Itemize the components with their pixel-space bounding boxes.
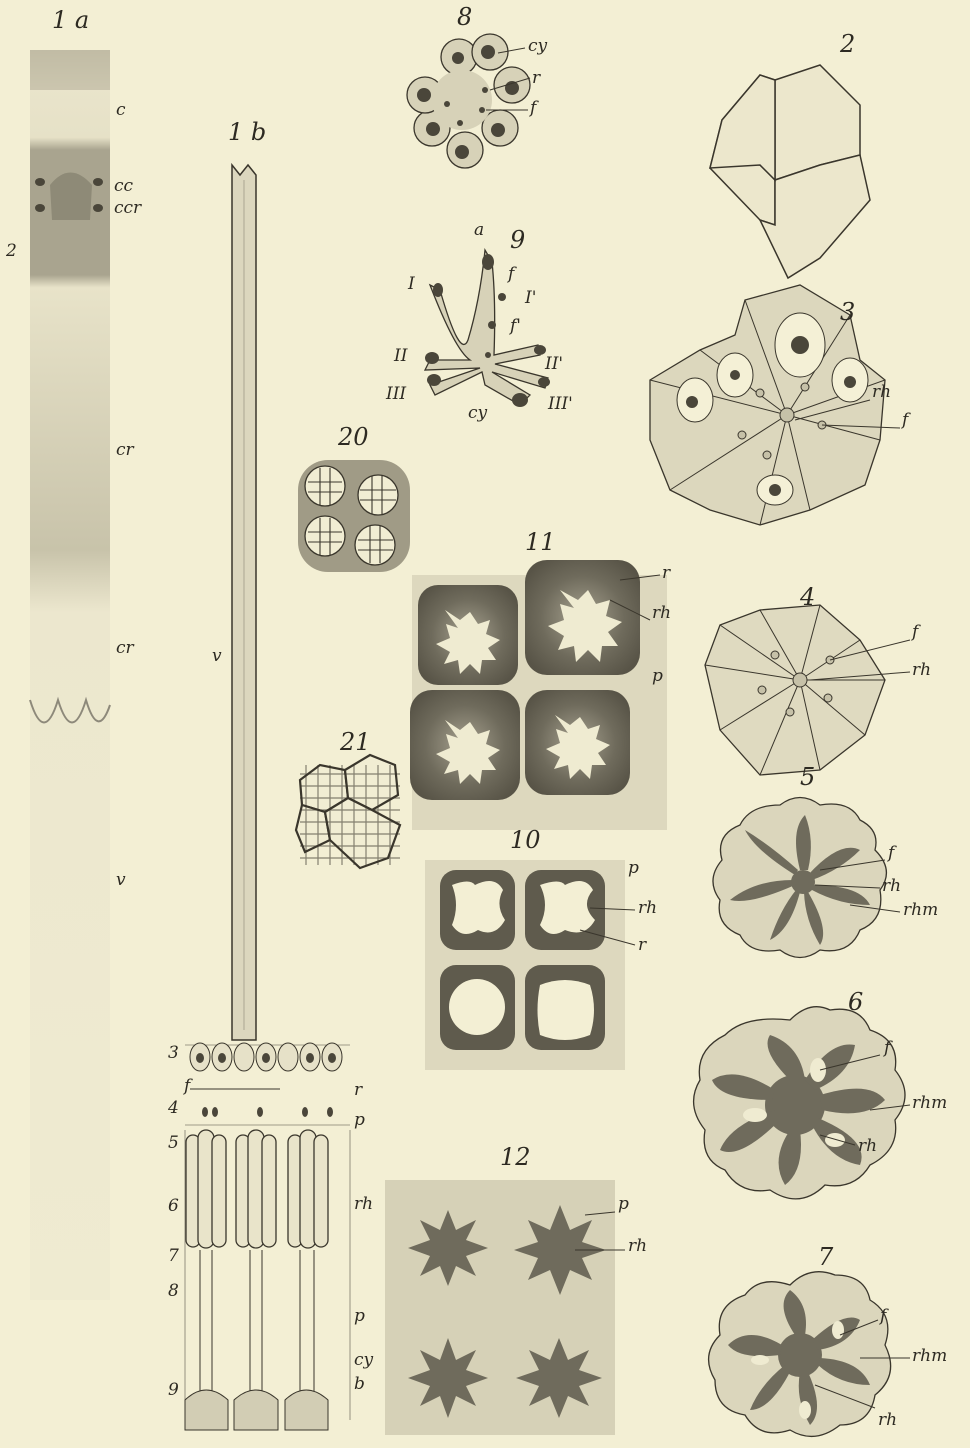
fig1b-label-9: 9 [168,1382,179,1399]
fig11-label-rh: rh [652,605,671,622]
fig1b-label-f: f [184,1078,190,1095]
fig1b-label-cy: cy [354,1352,373,1369]
figure-5 [713,798,886,958]
fig7-label-rhm: rhm [912,1348,947,1365]
figure-1a [30,50,110,1300]
fig4-label-rh: rh [912,662,931,679]
fig1a-label-ccr: ccr [114,200,141,217]
figure-9-number: 9 [510,228,525,252]
fig9-label-III: III [386,386,406,403]
figure-8-number: 8 [457,5,472,29]
fig1b-label-7: 7 [168,1248,179,1265]
fig9-label-II: II [394,348,407,365]
fig8-label-cy: cy [528,38,547,55]
figure-2 [710,65,870,278]
figure-11 [410,560,667,830]
fig1b-label-6: 6 [168,1198,179,1215]
fig6-label-rh: rh [858,1138,877,1155]
figure-6-number: 6 [848,990,863,1014]
fig5-label-rh: rh [882,878,901,895]
figure-10 [425,860,625,1070]
figure-8 [407,34,530,168]
fig1b-label-p-lower: p [354,1308,365,1325]
fig3-label-rh: rh [872,384,891,401]
figure-6 [694,1007,905,1199]
fig8-label-f: f [530,100,536,117]
figure-12-number: 12 [500,1145,531,1169]
fig1b-label-b: b [354,1376,365,1393]
figure-7 [709,1272,891,1437]
fig1b-label-r: r [354,1082,362,1099]
fig6-label-f: f [884,1040,890,1057]
fig9-label-f: f [508,266,514,283]
figure-20 [298,460,410,572]
fig11-label-r: r [662,565,670,582]
fig12-label-p: p [618,1196,629,1213]
figure-12 [385,1180,615,1435]
figure-1a-number: 1 a [52,8,89,32]
fig1a-label-cc: cc [114,178,133,195]
fig3-label-f: f [902,412,908,429]
fig1b-label-5: 5 [168,1135,179,1152]
fig10-label-p: p [628,860,639,877]
fig1a-label-c: c [116,102,126,119]
fig6-label-rhm: rhm [912,1095,947,1112]
fig10-label-r: r [638,937,646,954]
fig8-label-r: r [532,70,540,87]
fig1a-label-2: 2 [6,243,17,260]
fig1b-label-v: v [212,648,222,665]
figure-9 [425,250,550,407]
fig1b-label-p: p [354,1112,365,1129]
fig9-label-II-prime: II' [545,356,563,373]
figure-4 [705,605,885,775]
fig9-label-a: a [474,222,484,239]
figure-7-number: 7 [818,1245,833,1269]
fig9-label-cy: cy [468,405,487,422]
figure-4-number: 4 [800,585,815,609]
figure-3-number: 3 [840,300,855,324]
fig9-label-I-prime: I' [525,290,536,307]
fig9-label-III-prime: III' [548,396,573,413]
fig1a-label-cr-1: cr [116,442,134,459]
figure-2-number: 2 [840,32,855,56]
fig9-label-I: I [408,276,415,293]
figure-21-number: 21 [340,730,371,754]
figure-20-number: 20 [338,425,369,449]
fig1b-label-3: 3 [168,1045,179,1062]
figure-11-number: 11 [525,530,556,554]
fig1b-label-8: 8 [168,1283,179,1300]
fig5-label-rhm: rhm [903,902,938,919]
fig4-label-f: f [912,624,918,641]
fig5-label-f: f [888,845,894,862]
fig1a-label-cr-2: cr [116,640,134,657]
fig7-label-f: f [880,1308,886,1325]
fig12-label-rh: rh [628,1238,647,1255]
figure-5-number: 5 [800,765,815,789]
fig11-label-p: p [652,668,663,685]
fig9-label-f-prime: f' [510,318,521,335]
figure-21 [296,755,400,868]
fig1a-label-v: v [116,872,126,889]
figure-1b-number: 1 b [228,120,266,144]
fig10-label-rh: rh [638,900,657,917]
figure-10-number: 10 [510,828,541,852]
fig1b-label-rh: rh [354,1196,373,1213]
fig1b-label-4: 4 [168,1100,179,1117]
fig7-label-rh: rh [878,1412,897,1429]
